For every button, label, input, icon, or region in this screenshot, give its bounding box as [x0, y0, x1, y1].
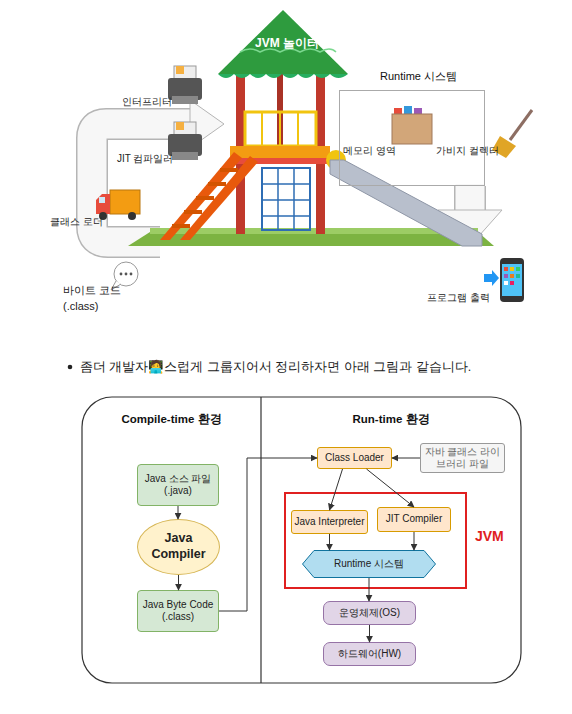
node-text: Compile-time 환경 [82, 412, 261, 426]
node-text: Runtime 시스템 [380, 70, 457, 84]
bullet-dot [68, 365, 73, 370]
paper [174, 66, 196, 80]
phone-screen [502, 264, 522, 296]
memory-icon [392, 106, 432, 144]
wheel [128, 212, 136, 220]
dot [130, 273, 133, 276]
os-box: 운영체제(OS) [323, 601, 416, 625]
app [504, 274, 508, 278]
source-file-box: Java 소스 파일 (.java) [137, 464, 219, 506]
node-text: JVM [475, 528, 504, 546]
node-text: JIT Compiler [386, 513, 443, 526]
truck-window [99, 197, 105, 203]
node-text: 하드웨어(HW) [338, 648, 401, 661]
stair-steps [172, 170, 238, 226]
app [510, 274, 514, 278]
connector-arrow [369, 625, 370, 642]
connector-arrow [329, 534, 330, 550]
app [510, 281, 514, 285]
node-text: 메모리 영역 [343, 145, 396, 158]
label-text: 바이트 코드 [63, 283, 121, 298]
connector-arrow [178, 575, 179, 590]
truck-icon [96, 190, 140, 220]
run-time-panel: Run-time 환경 Class Loader 자바 클래스 라이브러리 파일 JV… [261, 397, 521, 683]
railing [245, 112, 316, 146]
label-text: (.class) [63, 300, 98, 312]
phone-icon [484, 258, 524, 302]
box [392, 114, 432, 144]
railing-bars [262, 112, 298, 146]
printer-icon [168, 66, 202, 104]
truck-cab [96, 194, 110, 214]
app [516, 274, 520, 278]
label-text: 좀더 개발자🧑‍💻스럽게 그룹지어서 정리하자면 아래 그림과 같습니다. [80, 359, 471, 376]
runtime-system-box: Runtime 시스템메모리 영역가비지 컬렉터 [339, 90, 485, 186]
blue-arrow [484, 270, 499, 286]
climbing-net [262, 168, 310, 230]
broom-handle [510, 110, 532, 140]
node-text: Run-time 환경 [261, 412, 521, 426]
connector-arrow [369, 578, 370, 601]
dot [125, 273, 128, 276]
class-loader-box: Class Loader [317, 447, 392, 469]
hexagon-shape [303, 551, 436, 578]
node-text: 자바 클래스 라이브러리 파일 [423, 446, 502, 471]
phone-body [500, 258, 524, 302]
app [504, 267, 508, 271]
slide [330, 160, 482, 246]
divider-line [260, 397, 261, 683]
compiler-ellipse: Java Compiler [137, 519, 220, 575]
platform [230, 146, 330, 158]
runtime-hexagon: Runtime 시스템 [302, 550, 436, 578]
arrow-fill [456, 184, 485, 213]
printer-tray [172, 96, 198, 104]
app [504, 281, 508, 285]
truck-cargo [110, 190, 140, 214]
connector-arrow [414, 532, 415, 550]
connector-arrow [392, 458, 420, 459]
node-text: Java 소스 파일 (.java) [140, 473, 216, 498]
label-text: JIT 컴파일러 [117, 152, 173, 166]
roof [218, 10, 348, 74]
printer-tray [172, 152, 198, 160]
label-text: JVM 놀이터 [255, 35, 319, 52]
app [510, 267, 514, 271]
node-text: Java Compiler [140, 531, 217, 562]
roof-trim [218, 74, 348, 78]
label-text: 프로그램 출력 [427, 291, 490, 305]
compile-time-panel: Compile-time 환경 Java 소스 파일 (.java) Java Co… [82, 397, 261, 683]
net-lines [262, 168, 310, 230]
hardware-box: 하드웨어(HW) [323, 642, 416, 666]
jvm-group-box: JVMJava InterpreterJIT CompilerRuntime 시… [284, 492, 467, 589]
node-text: Java Interpreter [294, 516, 364, 529]
node-text: Runtime 시스템 [334, 558, 404, 571]
playground [128, 10, 494, 246]
diagram-frame [82, 397, 521, 683]
node-text: 운영체제(OS) [339, 607, 400, 620]
label-text: 클래스 로더 [50, 215, 103, 229]
node-text: Java Byte Code (.class) [140, 599, 216, 624]
paper-mark [176, 122, 184, 130]
connector-arrow [367, 469, 415, 507]
node-text: Class Loader [325, 452, 384, 465]
connector-arrow [330, 469, 343, 510]
jit-compiler-box: JIT Compiler [377, 507, 451, 532]
interpreter-box: Java Interpreter [291, 510, 368, 534]
stair-rail [180, 156, 258, 240]
node-text: 가비지 컬렉터 [436, 145, 499, 158]
library-box: 자바 클래스 라이브러리 파일 [420, 443, 505, 473]
connector-arrow [219, 458, 317, 611]
app [516, 267, 520, 271]
byte-code-box: Java Byte Code (.class) [137, 590, 219, 632]
paper-mark [176, 66, 184, 74]
connector-arrow [178, 506, 179, 519]
dot [120, 273, 123, 276]
label-text: 인터프리터 [122, 95, 172, 109]
paper [174, 122, 196, 136]
